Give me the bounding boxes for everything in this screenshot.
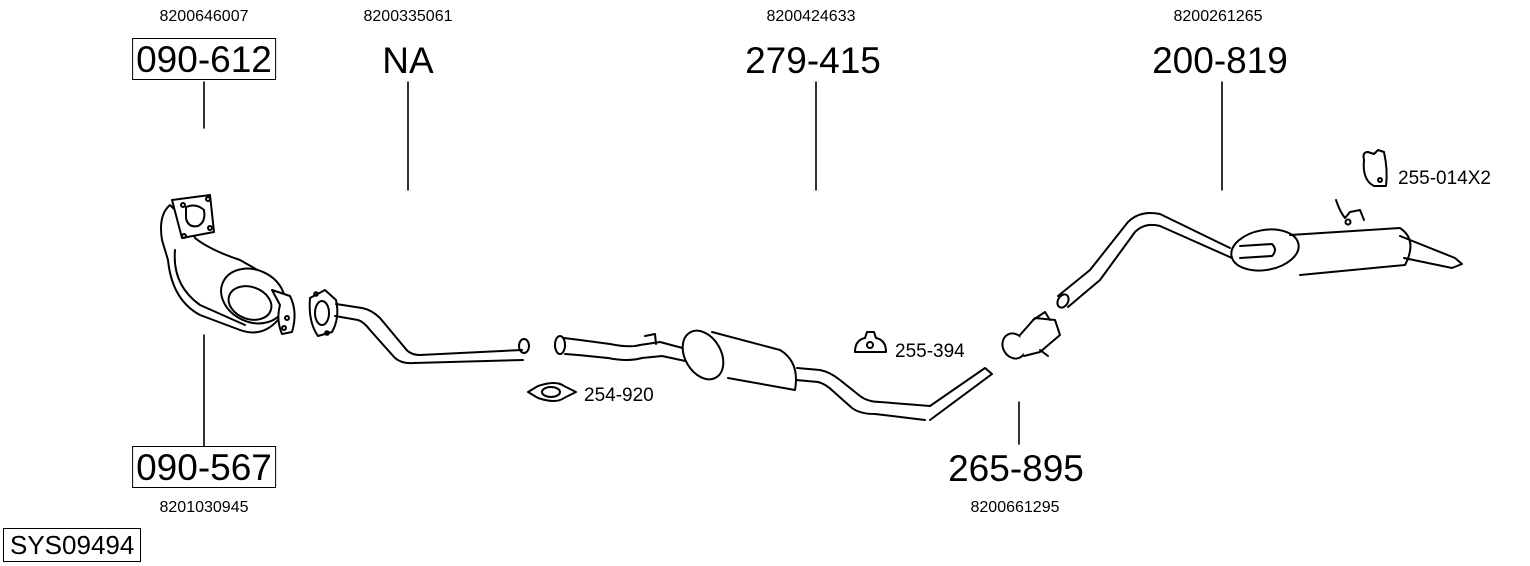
- oe-number-connector-sleeve: 8200661295: [970, 499, 1060, 516]
- part-number-catalytic-converter[interactable]: 090-612: [132, 38, 276, 80]
- part-number-catalytic-converter-2[interactable]: 090-567: [132, 446, 276, 488]
- part-number-middle-silencer[interactable]: 279-415: [745, 40, 881, 81]
- part-number-front-pipe[interactable]: NA: [382, 40, 434, 81]
- oe-number-middle-silencer: 8200424633: [766, 8, 856, 25]
- rear-silencer-icon: [1056, 199, 1463, 309]
- oe-number-rear-silencer: 8200261265: [1173, 8, 1263, 25]
- accessory-label-rubber-mount-rear[interactable]: 255-014X2: [1398, 168, 1491, 189]
- rubber-mount-rear-icon: [1362, 149, 1388, 187]
- pipe-clamp-icon: [527, 382, 577, 402]
- accessory-label-pipe-clamp[interactable]: 254-920: [584, 385, 654, 406]
- leader-lines: [203, 81, 1223, 447]
- oe-number-catalytic-converter-2: 8201030945: [159, 499, 249, 516]
- accessory-label-rubber-mount-middle[interactable]: 255-394: [895, 341, 965, 362]
- rubber-mount-icon: [854, 331, 887, 353]
- oe-number-front-pipe: 8200335061: [363, 8, 453, 25]
- system-code: SYS09494: [3, 528, 142, 563]
- catalytic-converter-icon: [160, 194, 296, 335]
- part-number-rear-silencer[interactable]: 200-819: [1152, 40, 1288, 81]
- connector-sleeve-icon: [1001, 311, 1061, 360]
- oe-number-catalytic-converter: 8200646007: [159, 8, 249, 25]
- front-pipe-icon: [308, 289, 530, 365]
- middle-silencer-icon: [554, 329, 993, 421]
- part-number-connector-sleeve[interactable]: 265-895: [948, 448, 1084, 489]
